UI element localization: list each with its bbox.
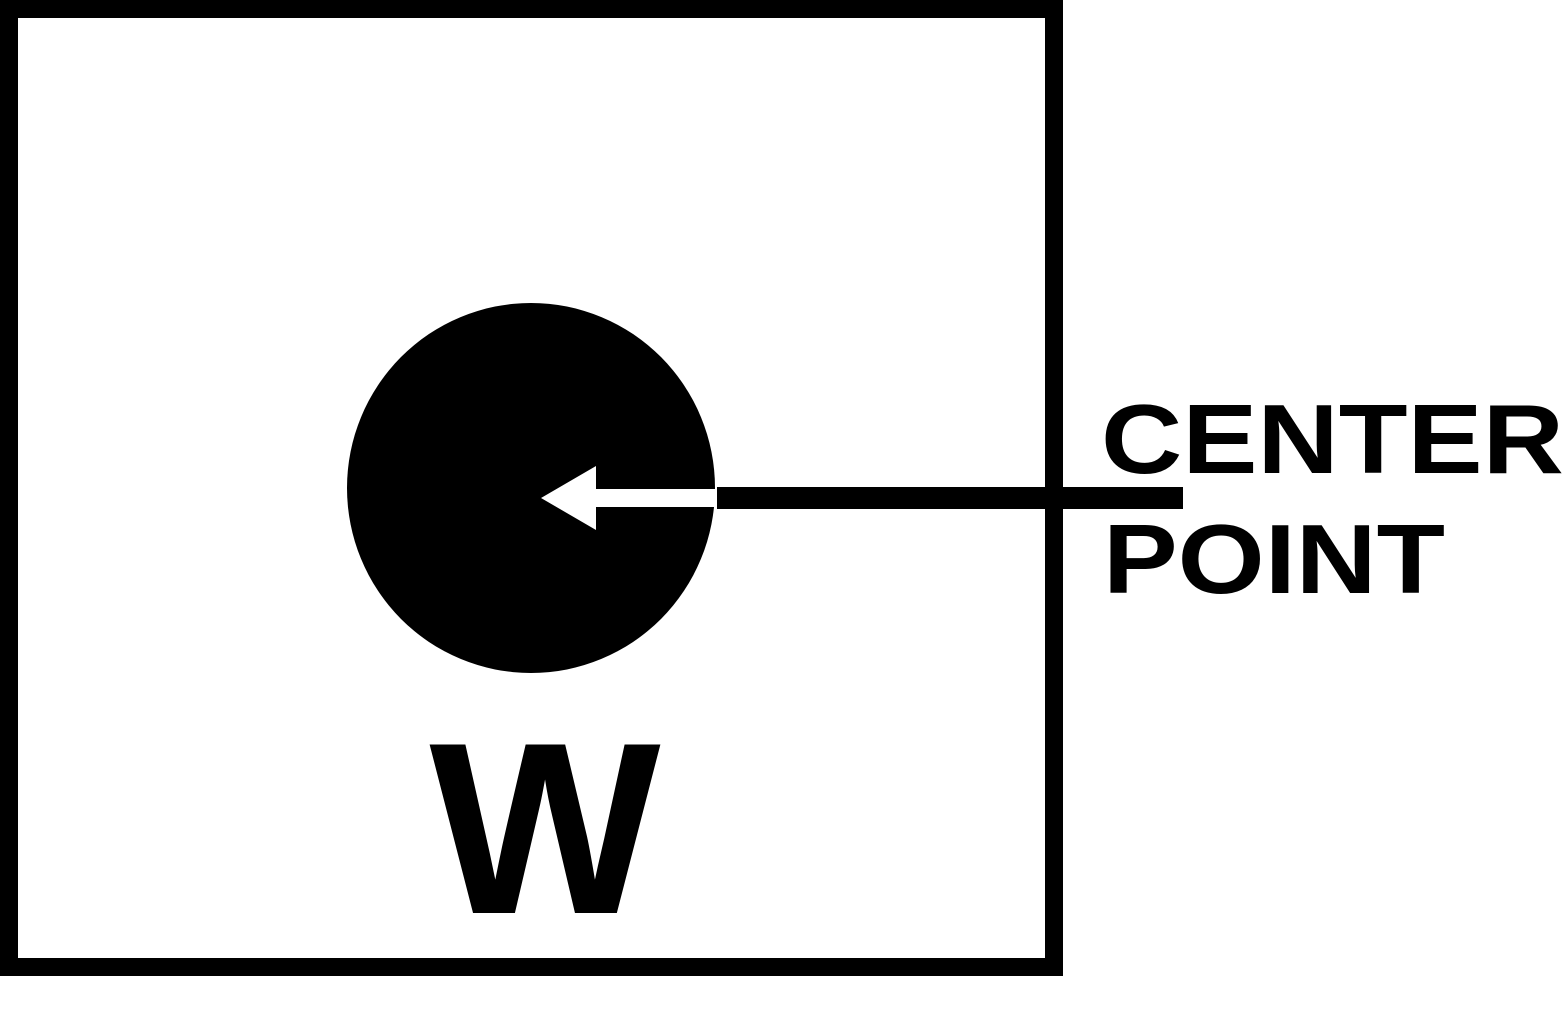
callout-text-center: CENTER xyxy=(1101,384,1564,494)
center-point-circle xyxy=(347,303,715,673)
callout-text-point: POINT xyxy=(1103,504,1445,614)
arrow-head xyxy=(541,466,596,530)
arrow-shaft xyxy=(595,489,717,507)
symbol-letter: W xyxy=(429,691,660,965)
callout-leader-line xyxy=(717,487,1183,509)
left-arrow-icon xyxy=(541,466,717,530)
